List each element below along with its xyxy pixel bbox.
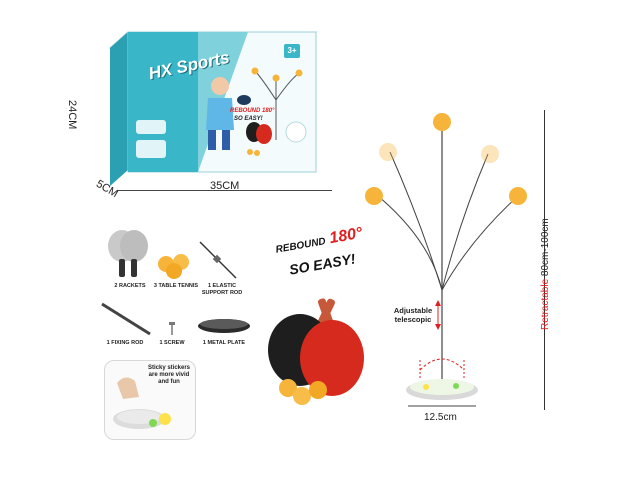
sticker-callout: Sticky stickers are more vivid and fun bbox=[104, 360, 196, 440]
rebound-stand-illustration bbox=[365, 113, 527, 407]
rackets-photo bbox=[262, 296, 372, 412]
box-so-easy-text: SO EASY! bbox=[234, 116, 263, 122]
support-rod-label: 1 ELASTIC SUPPORT ROD bbox=[201, 283, 243, 296]
screw-item bbox=[166, 322, 178, 336]
retractable-label-wrap: Retractable 80cm-100cm bbox=[540, 200, 554, 330]
balls-label: 3 TABLE TENNIS bbox=[153, 283, 199, 289]
rebound-word: REBOUND bbox=[274, 236, 327, 256]
box-age-badge: 3+ bbox=[287, 46, 297, 55]
support-rod-item bbox=[198, 240, 238, 280]
fixing-rod-label: 1 FIXING ROD bbox=[106, 340, 144, 346]
adjustable-note: Adjustable telescopic bbox=[393, 306, 433, 324]
table-tennis-balls-icon bbox=[158, 254, 189, 279]
box-width-line bbox=[118, 190, 332, 191]
metal-plate-icon bbox=[198, 319, 250, 333]
sticker-illustration bbox=[113, 377, 171, 429]
balls-item bbox=[156, 250, 196, 280]
fixing-rod-icon bbox=[101, 302, 151, 336]
retractable-range: 80cm-100cm bbox=[540, 218, 551, 277]
rackets-label: 2 RACKETS bbox=[114, 283, 146, 289]
rebound-degrees: 180° bbox=[328, 224, 364, 248]
elastic-support-rod-icon bbox=[199, 241, 237, 279]
rackets-item bbox=[100, 230, 160, 290]
rackets-and-balls-illustration bbox=[268, 298, 364, 405]
box-height-label: 24CM bbox=[66, 100, 78, 130]
base-diameter-label: 12.5cm bbox=[424, 412, 457, 423]
screw-icon bbox=[169, 322, 175, 335]
screw-label: 1 SCREW bbox=[159, 340, 185, 346]
metal-plate-label: 1 METAL PLATE bbox=[202, 340, 246, 346]
so-easy-slogan: SO EASY! bbox=[288, 250, 357, 278]
product-box: HX Sports 3+ REBOUND 180° SO EASY! bbox=[98, 20, 328, 190]
rebound-stand bbox=[360, 100, 540, 420]
box-rebound-text: REBOUND 180° bbox=[230, 108, 275, 114]
sticker-note: Sticky stickers are more vivid and fun bbox=[147, 365, 191, 385]
box-width-label: 35CM bbox=[210, 180, 240, 192]
metal-plate-item bbox=[196, 316, 252, 336]
height-arrow bbox=[544, 110, 545, 410]
fixing-rod-item bbox=[98, 300, 158, 340]
gray-rackets-icon bbox=[108, 230, 148, 277]
box-illustration bbox=[108, 31, 318, 186]
retractable-word: Retractable bbox=[540, 278, 551, 330]
